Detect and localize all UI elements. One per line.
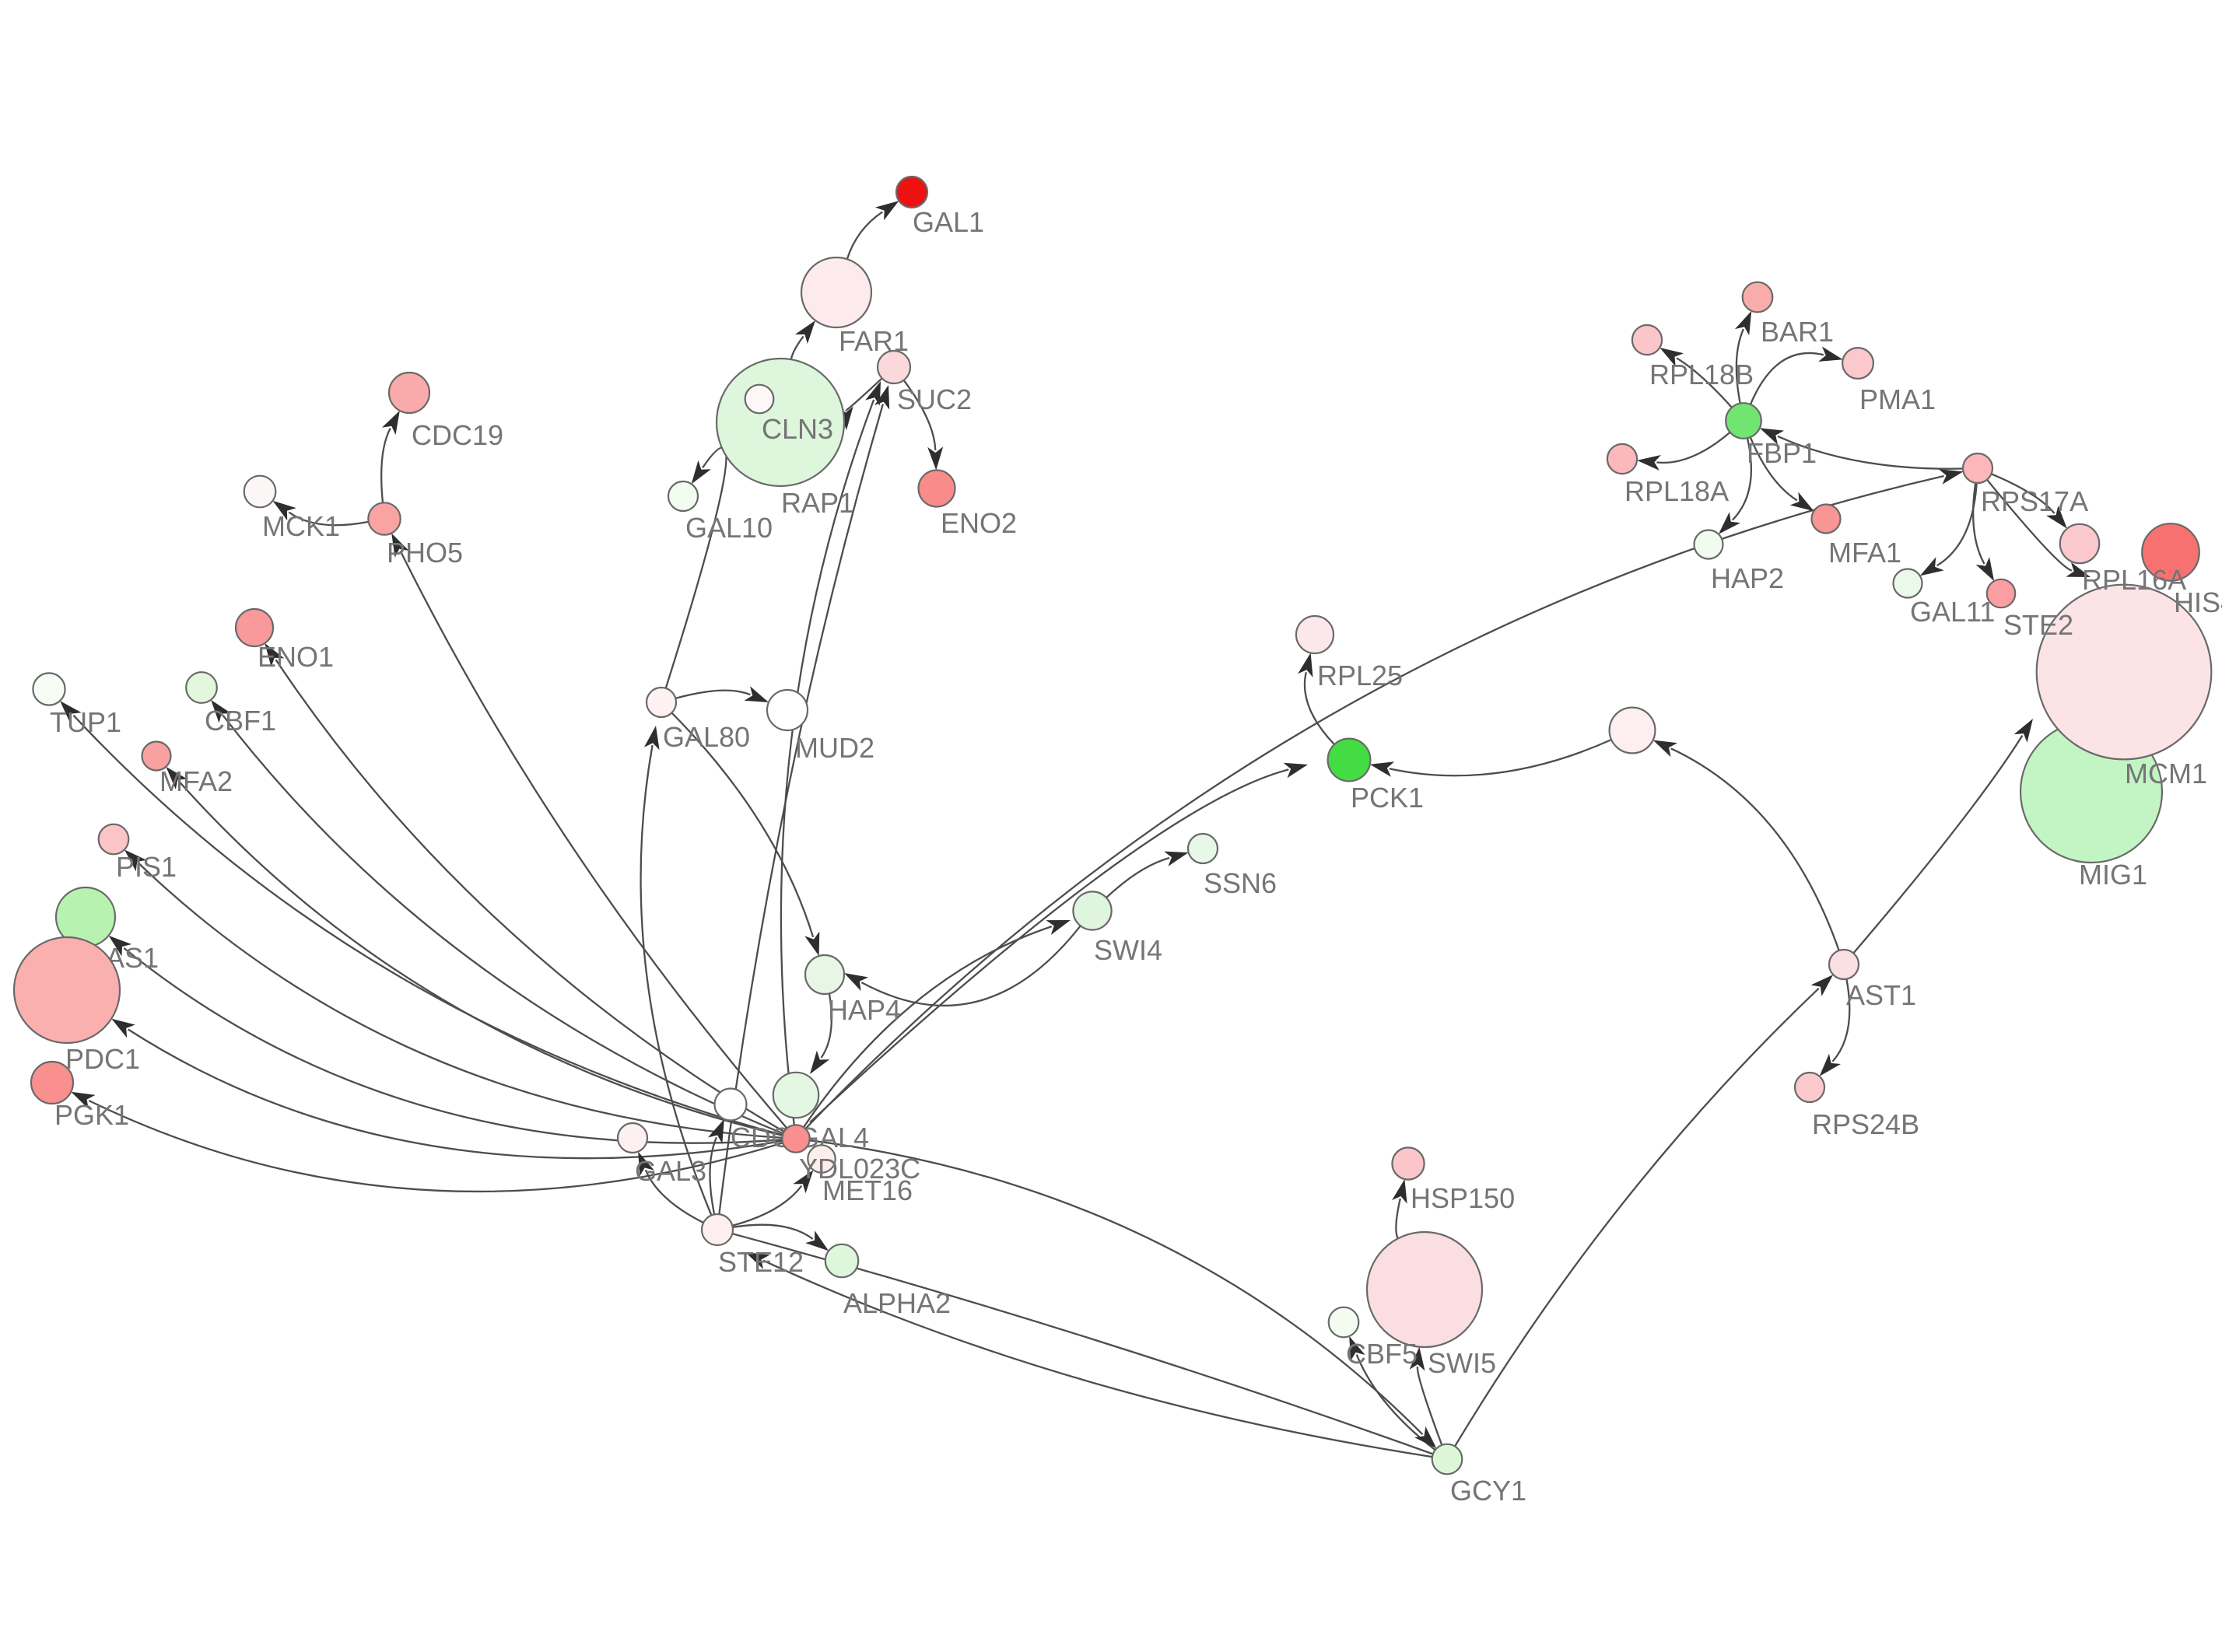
svg-text:RPL18B: RPL18B — [1649, 359, 1754, 390]
svg-text:CBF5: CBF5 — [1346, 1338, 1418, 1370]
svg-text:SWI4: SWI4 — [1094, 934, 1162, 966]
svg-text:SSN6: SSN6 — [1204, 867, 1277, 899]
svg-text:GAL1: GAL1 — [913, 206, 984, 238]
svg-text:PHO5: PHO5 — [387, 537, 463, 569]
svg-text:TUP1: TUP1 — [50, 706, 121, 738]
svg-text:ENO1: ENO1 — [258, 641, 334, 673]
svg-text:MFA1: MFA1 — [1828, 537, 1901, 569]
svg-text:RPS24B: RPS24B — [1812, 1108, 1919, 1140]
svg-text:SWI5: SWI5 — [1428, 1347, 1496, 1379]
svg-text:ENO2: ENO2 — [941, 507, 1017, 539]
svg-text:CBF1: CBF1 — [205, 705, 276, 737]
svg-text:PMA1: PMA1 — [1859, 383, 1936, 415]
svg-text:HAP2: HAP2 — [1711, 562, 1784, 594]
svg-text:SUC2: SUC2 — [897, 383, 972, 415]
svg-text:RPL25: RPL25 — [1317, 660, 1403, 691]
svg-text:AST1: AST1 — [1846, 979, 1916, 1011]
svg-text:ALPHA2: ALPHA2 — [843, 1287, 951, 1319]
svg-text:CDC19: CDC19 — [412, 419, 503, 451]
svg-text:RPL18A: RPL18A — [1624, 475, 1729, 507]
svg-text:MCK1: MCK1 — [262, 510, 340, 542]
svg-text:HSP150: HSP150 — [1411, 1182, 1515, 1214]
svg-text:RPL16A: RPL16A — [2082, 564, 2186, 596]
svg-text:STE12: STE12 — [718, 1246, 804, 1278]
svg-text:PDC1: PDC1 — [65, 1043, 140, 1075]
svg-text:PGK1: PGK1 — [54, 1099, 129, 1131]
svg-text:HIS4: HIS4 — [2174, 586, 2222, 618]
svg-text:MCM1: MCM1 — [2125, 758, 2207, 789]
svg-text:YDL023C: YDL023C — [799, 1153, 920, 1185]
svg-text:MIG1: MIG1 — [2079, 859, 2147, 891]
svg-text:MET16: MET16 — [822, 1174, 913, 1206]
svg-text:RPS17A: RPS17A — [1981, 485, 2088, 517]
svg-text:FBP1: FBP1 — [1747, 437, 1817, 469]
svg-text:MUD2: MUD2 — [795, 732, 874, 764]
svg-text:MFA2: MFA2 — [159, 765, 233, 797]
svg-text:HAP4: HAP4 — [828, 994, 901, 1026]
svg-text:FAR1: FAR1 — [839, 325, 909, 357]
svg-text:GAL3: GAL3 — [635, 1155, 706, 1187]
svg-text:RAP1: RAP1 — [781, 487, 854, 519]
svg-text:GAL80: GAL80 — [663, 721, 750, 753]
svg-text:STE2: STE2 — [2003, 609, 2073, 641]
svg-text:PCK1: PCK1 — [1351, 782, 1424, 814]
svg-text:CLN3: CLN3 — [762, 413, 833, 445]
svg-text:PIS1: PIS1 — [116, 851, 177, 883]
svg-text:BAR1: BAR1 — [1761, 316, 1834, 348]
svg-text:GAL10: GAL10 — [685, 512, 773, 544]
svg-text:GAL11: GAL11 — [1910, 596, 1995, 628]
svg-text:GCY1: GCY1 — [1450, 1475, 1526, 1507]
